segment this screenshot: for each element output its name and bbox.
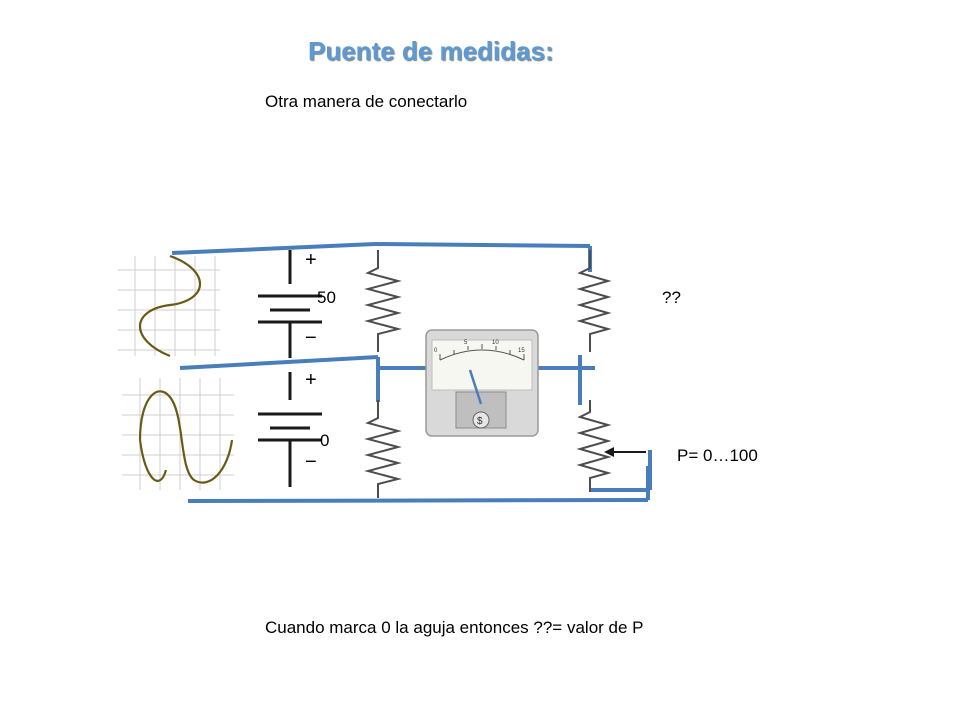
battery-bottom-minus: − <box>305 451 317 473</box>
battery-top-minus: − <box>305 327 317 349</box>
slide-title: Puente de medidas: <box>308 36 554 66</box>
meter-scale-10: 10 <box>492 340 499 346</box>
resistor-bottom-left <box>364 400 402 498</box>
meter-scale-0: 0 <box>434 348 438 354</box>
conclusion-text: Cuando marca 0 la aguja entonces ??= val… <box>265 618 644 637</box>
battery-bottom-plus: + <box>305 369 317 391</box>
battery-top-plus: + <box>305 249 317 271</box>
ac-waveform-top <box>118 254 220 358</box>
meter-center-mark: $ <box>477 416 483 427</box>
wires <box>171 242 652 503</box>
galvanometer: 0 5 10 15 $ <box>425 329 539 437</box>
resistor-top-left <box>364 250 402 352</box>
meter-needle <box>468 369 483 405</box>
battery-top <box>258 250 322 358</box>
battery-bottom <box>258 372 322 487</box>
potentiometer-label: P= 0…100 <box>677 446 758 465</box>
resistor-unknown <box>576 250 612 352</box>
meter-scale-5: 5 <box>464 340 468 346</box>
potentiometer <box>576 400 612 492</box>
resistor-top-left-label: 50 <box>317 288 336 307</box>
resistor-bottom-left-label: 0 <box>320 431 329 450</box>
potentiometer-wiper-arrow <box>604 447 646 457</box>
meter-scale-15: 15 <box>518 348 525 354</box>
ac-waveform-bottom <box>122 378 234 490</box>
unknown-resistor-label: ?? <box>662 288 681 307</box>
slide-subtitle: Otra manera de conectarlo <box>265 92 468 111</box>
